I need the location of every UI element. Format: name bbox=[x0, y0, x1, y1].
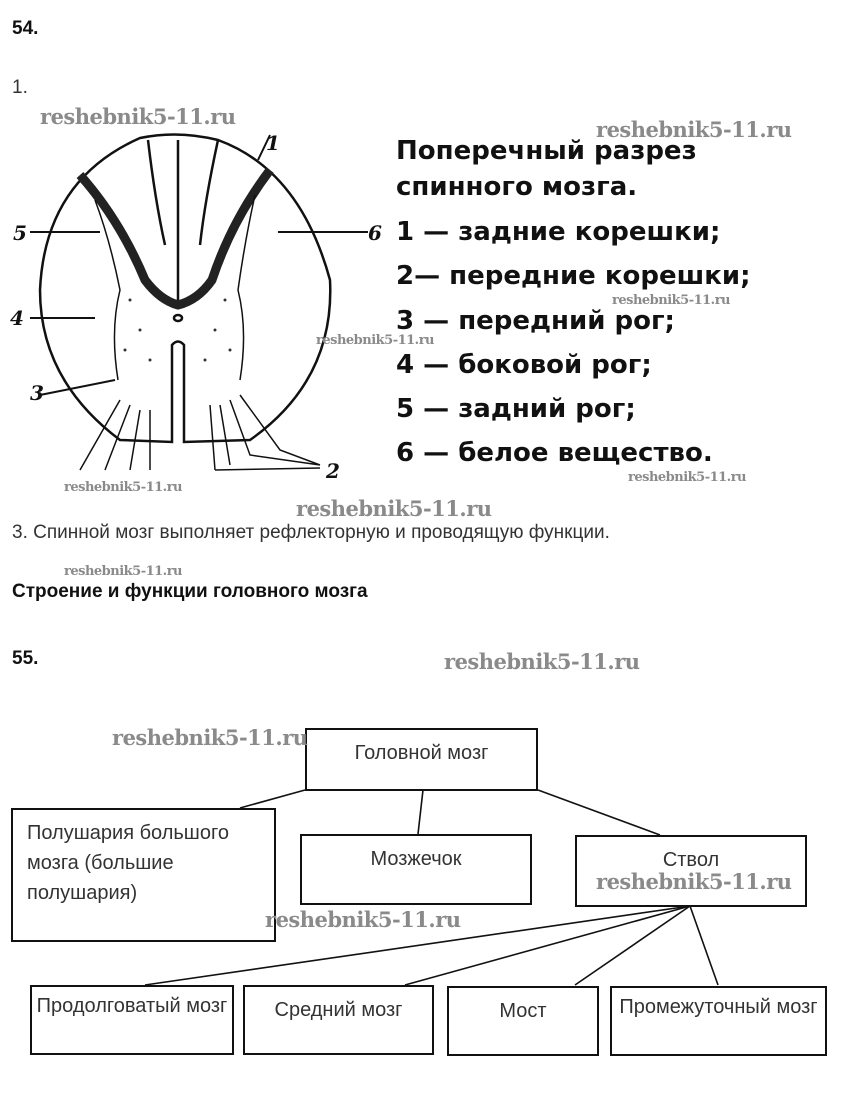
legend-title-2: спинного мозга. bbox=[396, 172, 638, 202]
figure-label-2: 2 bbox=[325, 459, 340, 483]
figure-label-6: 6 bbox=[368, 221, 382, 245]
legend-item: 1 — задние корешки; bbox=[396, 217, 721, 247]
legend-item: 5 — задний рог; bbox=[396, 394, 636, 424]
box-cerebellum: Мозжечок bbox=[300, 834, 532, 905]
box-midbrain: Средний мозг bbox=[243, 985, 434, 1055]
figure-label-1: 1 bbox=[266, 131, 280, 155]
box-pons: Мост bbox=[447, 986, 599, 1056]
legend-item: 2— передние корешки; bbox=[396, 261, 751, 291]
watermark: reshebnik5-11.ru bbox=[40, 104, 236, 129]
watermark: reshebnik5-11.ru bbox=[596, 117, 792, 142]
legend-item: 3 — передний рог; bbox=[396, 306, 675, 336]
box-diencephalon: Промежуточный мозг bbox=[610, 986, 827, 1056]
tree-connectors bbox=[144, 789, 719, 986]
legend-item: 4 — боковой рог; bbox=[396, 350, 652, 380]
watermark: reshebnik5-11.ru bbox=[112, 725, 308, 750]
box-brain: Головной мозг bbox=[305, 728, 538, 791]
legend-title-1: Поперечный разрез bbox=[396, 136, 697, 166]
watermark: reshebnik5-11.ru bbox=[265, 907, 461, 932]
watermark: reshebnik5-11.ru bbox=[444, 649, 640, 674]
task-number-55: 55. bbox=[12, 648, 39, 669]
watermark: reshebnik5-11.ru bbox=[64, 480, 183, 495]
figure-label-3: 3 bbox=[30, 381, 44, 405]
section-heading: Строение и функции головного мозга bbox=[12, 581, 368, 602]
legend-item: 6 — белое вещество. bbox=[396, 438, 713, 468]
watermark: reshebnik5-11.ru bbox=[64, 564, 183, 579]
item-1-label: 1. bbox=[12, 77, 28, 98]
watermark: reshebnik5-11.ru bbox=[596, 869, 792, 894]
box-medulla: Продолговатый мозг bbox=[30, 985, 234, 1055]
watermark: reshebnik5-11.ru bbox=[628, 470, 747, 485]
box-brainstem: Ствол bbox=[575, 835, 807, 907]
box-hemispheres: Полушария большого мозга (большие полуша… bbox=[11, 808, 276, 942]
figure-label-5: 5 bbox=[13, 221, 27, 245]
item-3-text: 3. Спинной мозг выполняет рефлекторную и… bbox=[12, 522, 610, 543]
task-number-54: 54. bbox=[12, 18, 39, 39]
watermark: reshebnik5-11.ru bbox=[296, 496, 492, 521]
figure-label-4: 4 bbox=[10, 306, 24, 330]
watermark: reshebnik5-11.ru bbox=[316, 333, 435, 348]
watermark: reshebnik5-11.ru bbox=[612, 293, 731, 308]
